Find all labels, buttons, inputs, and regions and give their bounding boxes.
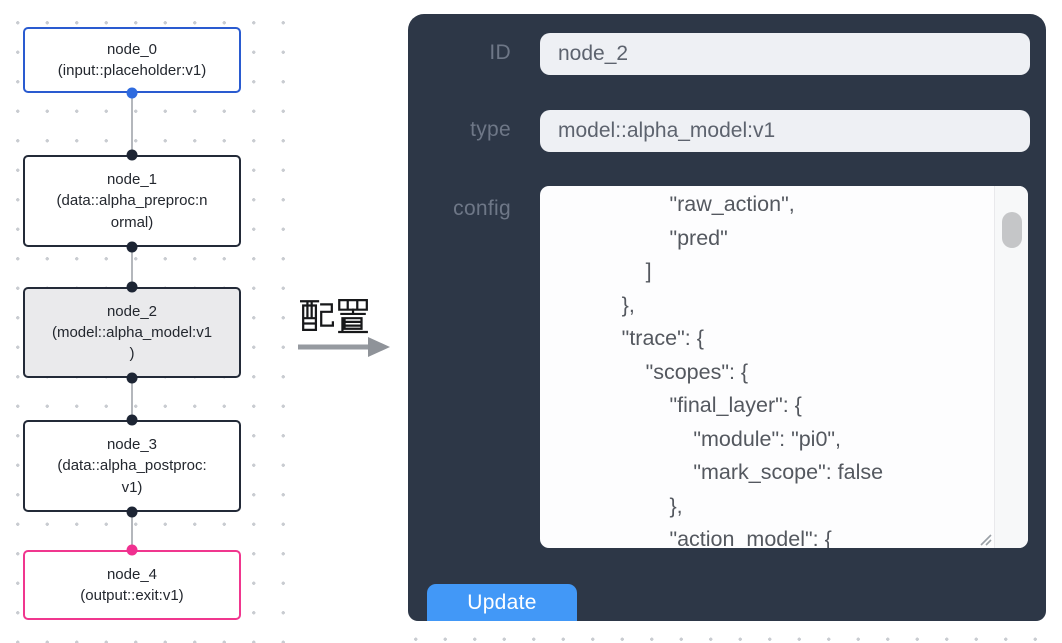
update-button[interactable]: Update [427, 584, 577, 621]
edge [131, 93, 133, 155]
flow-node-node_0[interactable]: node_0 (input::placeholder:v1) [23, 27, 241, 93]
type-input[interactable] [540, 110, 1030, 152]
node-config-panel: ID type config "raw_action", "pred" ] },… [408, 14, 1046, 621]
flow-node-node_1[interactable]: node_1 (data::alpha_preproc:n ormal) [23, 155, 241, 247]
resize-handle-icon[interactable] [977, 531, 992, 546]
flow-node-node_4[interactable]: node_4 (output::exit:v1) [23, 550, 241, 620]
connection-port[interactable] [126, 372, 138, 384]
config-cjk-glyphs [300, 299, 368, 334]
edge [131, 247, 133, 287]
config-textarea[interactable]: "raw_action", "pred" ] }, "trace": { "sc… [540, 186, 1028, 548]
config-scrollbar-thumb[interactable] [1002, 212, 1022, 248]
type-field-label: type [470, 118, 511, 141]
id-field-label: ID [489, 41, 511, 64]
flow-node-node_2[interactable]: node_2 (model::alpha_model:v1 ) [23, 287, 241, 378]
connection-port[interactable] [126, 87, 138, 99]
connection-port[interactable] [126, 281, 138, 293]
connection-port[interactable] [126, 414, 138, 426]
edge [131, 512, 133, 550]
arrow-right-icon [298, 337, 390, 357]
annotation-label: 配置 [294, 296, 295, 297]
edge [131, 378, 133, 420]
config-json-text: "raw_action", "pred" ] }, "trace": { "sc… [621, 192, 884, 548]
id-input[interactable] [540, 33, 1030, 75]
config-panel-region: ID type config "raw_action", "pred" ] },… [396, 0, 1062, 643]
flow-canvas[interactable]: node_0 (input::placeholder:v1)node_1 (da… [0, 0, 285, 643]
connection-port[interactable] [126, 506, 138, 518]
connection-port[interactable] [126, 241, 138, 253]
config-scrollbar-track[interactable] [994, 186, 1028, 548]
connection-port[interactable] [126, 544, 138, 556]
config-field-label: config [453, 197, 511, 220]
connection-port[interactable] [126, 149, 138, 161]
config-annotation: 配置 [294, 296, 394, 376]
flow-node-node_3[interactable]: node_3 (data::alpha_postproc: v1) [23, 420, 241, 512]
